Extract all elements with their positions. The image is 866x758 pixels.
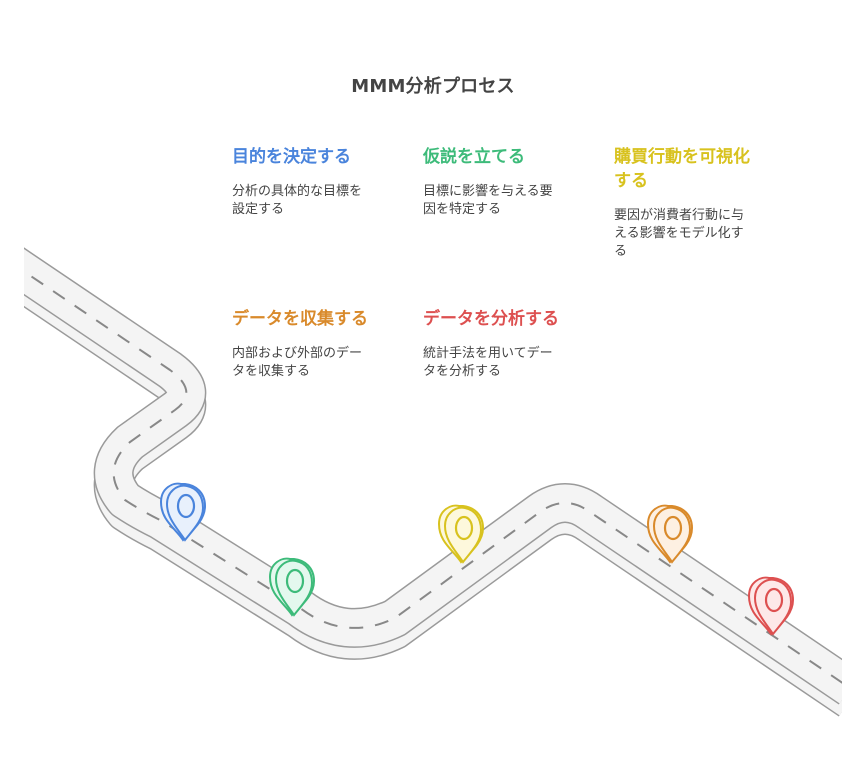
step-description: 内部および外部のデータを収集する xyxy=(232,346,363,379)
map-pin-icon xyxy=(268,557,316,617)
step-collect-data: データを収集する 内部および外部のデータを収集する xyxy=(232,307,377,381)
step-description: 目標に影響を与える要因を特定する xyxy=(423,184,553,217)
map-pin-icon xyxy=(437,504,485,564)
step-define-goal: 目的を決定する 分析の具体的な目標を設定する xyxy=(232,145,382,219)
step-analyze-data: データを分析する 統計手法を用いてデータを分析する xyxy=(423,307,568,381)
step-description: 統計手法を用いてデータを分析する xyxy=(423,346,553,379)
step-title: 目的を決定する xyxy=(232,147,351,167)
step-description: 要因が消費者行動に与える影響をモデル化する xyxy=(614,208,745,259)
step-title: データを収集する xyxy=(232,309,368,329)
step-title: 仮説を立てる xyxy=(423,147,525,167)
map-pin-icon xyxy=(159,482,207,542)
map-pin-icon xyxy=(747,576,795,636)
step-title: データを分析する xyxy=(423,309,559,329)
step-description: 分析の具体的な目標を設定する xyxy=(232,184,363,217)
step-hypothesis: 仮説を立てる 目標に影響を与える要因を特定する xyxy=(423,145,573,219)
page-title: MMM分析プロセス xyxy=(351,76,515,97)
map-pin-icon xyxy=(646,504,694,564)
step-visualize: 購買行動を可視化する 要因が消費者行動に与える影響をモデル化する xyxy=(614,145,759,261)
step-title: 購買行動を可視化する xyxy=(614,147,750,191)
